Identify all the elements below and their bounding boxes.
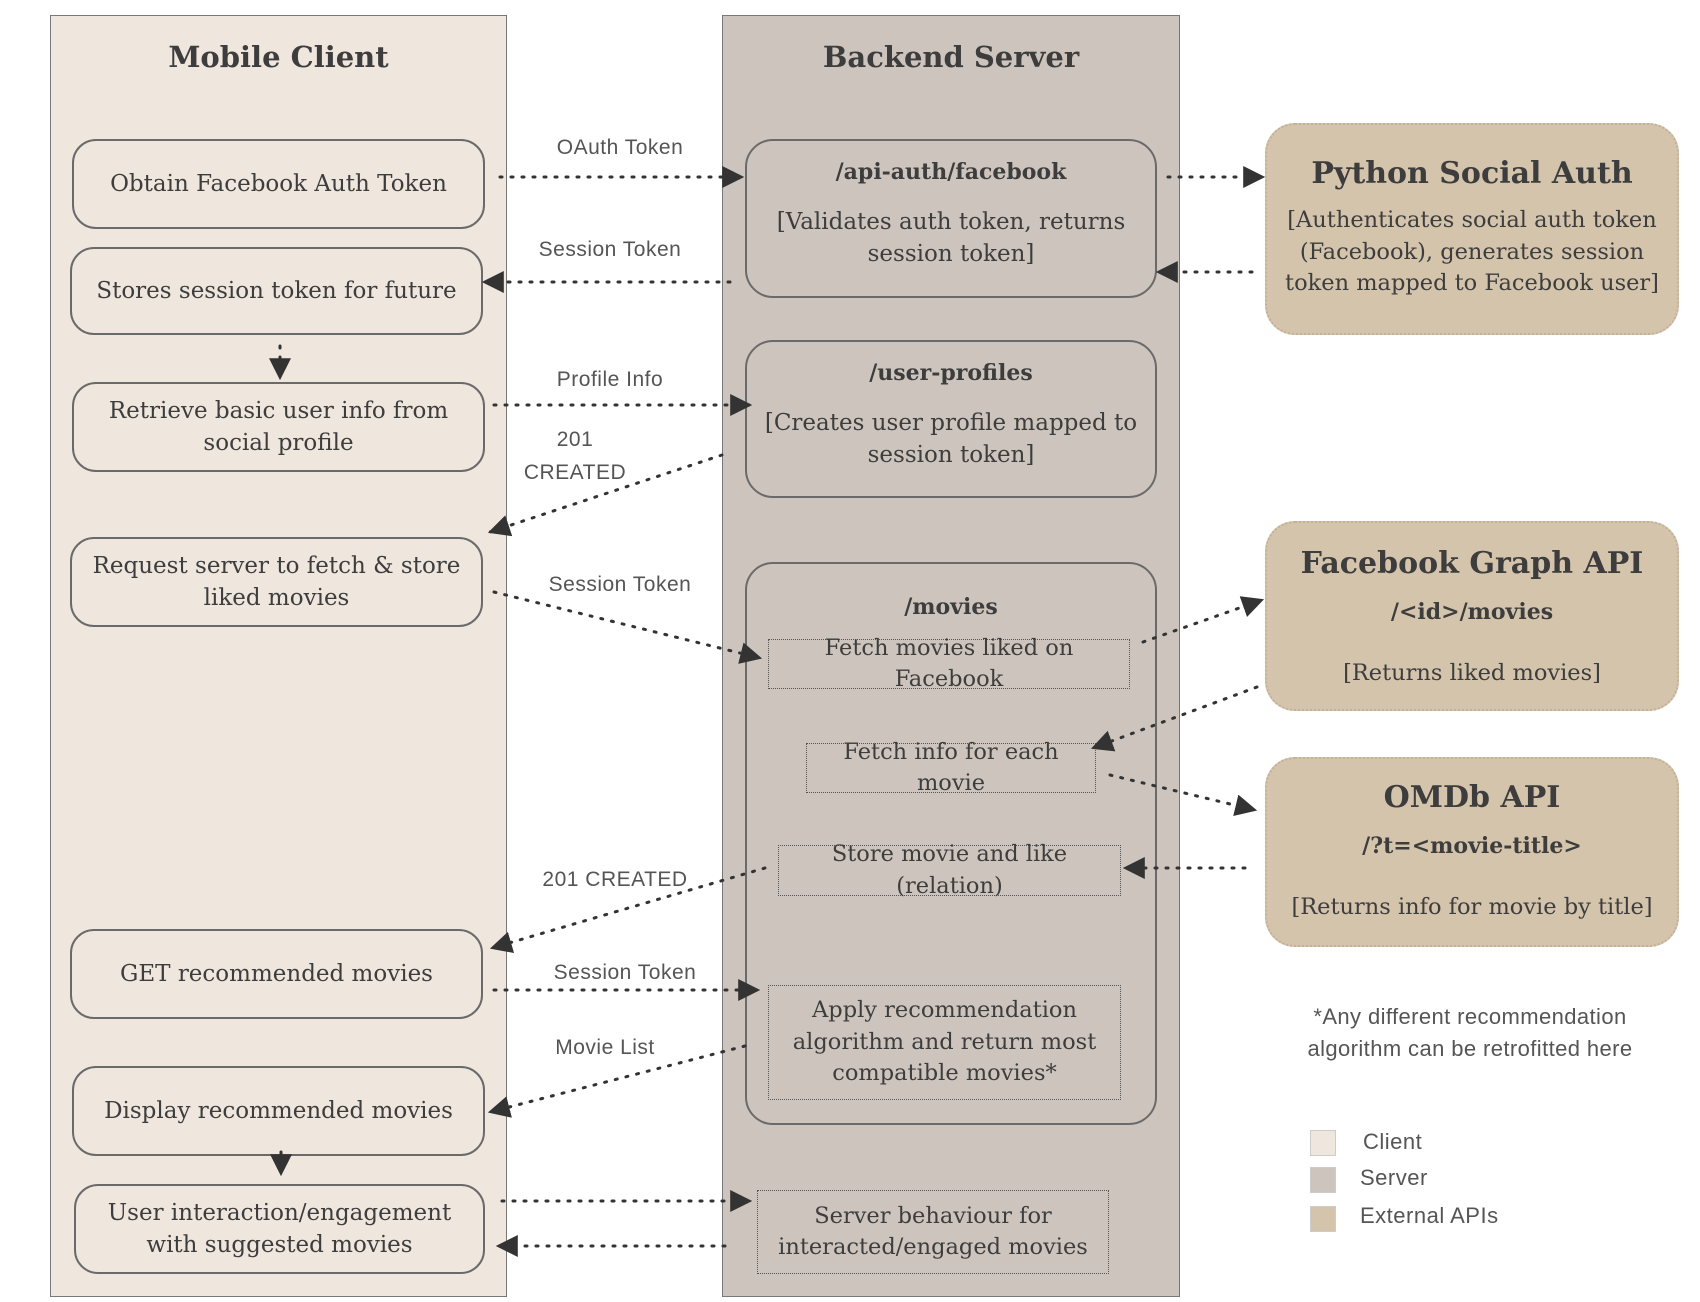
store-movie-like-step: Store movie and like (relation): [778, 841, 1121, 899]
legend-swatch-client: [1310, 1130, 1336, 1156]
user-profiles-endpoint: /user-profiles [Creates user profile map…: [745, 340, 1157, 498]
omdb-api-description: [Returns info for movie by title]: [1291, 893, 1653, 920]
fetch-liked-movies-step: Fetch movies liked on Facebook: [768, 635, 1130, 692]
obtain-auth-token-step: Obtain Facebook Auth Token: [72, 139, 485, 229]
movies-endpoint: /movies: [745, 562, 1157, 1125]
server-behaviour-step: Server behaviour for interacted/engaged …: [757, 1190, 1109, 1274]
fetch-movie-info-step: Fetch info for each movie: [806, 739, 1096, 796]
created-label-2: 201 CREATED: [542, 868, 688, 891]
legend-swatch-external-apis: [1310, 1206, 1336, 1232]
backend-server-title: Backend Server: [822, 40, 1080, 74]
created-label-1b: CREATED: [523, 461, 627, 484]
movies-path: /movies: [904, 594, 998, 620]
session-token-label-1: Session Token: [538, 238, 682, 261]
legend-label-server: Server: [1360, 1165, 1428, 1190]
api-auth-description: [Validates auth token, returns session t…: [776, 208, 1126, 267]
api-auth-path: /api-auth/facebook: [835, 159, 1067, 185]
profile-info-label: Profile Info: [556, 368, 664, 391]
legend-label-client: Client: [1363, 1129, 1423, 1154]
facebook-graph-api-endpoint: /<id>/movies: [1390, 599, 1554, 625]
facebook-graph-api-description: [Returns liked movies]: [1343, 659, 1601, 686]
mobile-client-title: Mobile Client: [168, 40, 389, 74]
display-recommended-step: Display recommended movies: [72, 1066, 485, 1156]
request-liked-movies-step: Request server to fetch & store liked mo…: [70, 537, 483, 627]
session-token-label-3: Session Token: [553, 961, 697, 984]
user-profiles-description: [Creates user profile mapped to session …: [764, 409, 1138, 468]
store-session-token-step: Stores session token for future: [70, 247, 483, 335]
legend: Client Server External APIs: [1310, 1129, 1570, 1260]
python-social-auth-description: [Authenticates social auth token (Facebo…: [1285, 207, 1659, 296]
omdb-api-endpoint: /?t=<movie-title>: [1362, 833, 1582, 859]
facebook-graph-api-title: Facebook Graph API: [1300, 546, 1644, 581]
oauth-token-label: OAuth Token: [556, 136, 684, 159]
recommendation-note: *Any different recommendation algorithm …: [1307, 1004, 1633, 1061]
legend-label-external-apis: External APIs: [1360, 1203, 1499, 1228]
python-social-auth-title: Python Social Auth: [1311, 156, 1633, 191]
omdb-api-title: OMDb API: [1383, 780, 1561, 815]
python-social-auth-box: Python Social Auth [Authenticates social…: [1265, 123, 1679, 335]
created-label-1a: 201: [556, 428, 594, 451]
session-token-label-2: Session Token: [548, 573, 692, 596]
user-profiles-path: /user-profiles: [869, 360, 1033, 386]
facebook-graph-api-box: Facebook Graph API /<id>/movies [Returns…: [1265, 521, 1679, 711]
retrieve-user-info-step: Retrieve basic user info from social pro…: [72, 382, 485, 472]
user-interaction-step: User interaction/engagement with suggest…: [74, 1184, 485, 1274]
legend-swatch-server: [1310, 1167, 1336, 1193]
movie-list-label: Movie List: [555, 1036, 655, 1059]
get-recommended-step: GET recommended movies: [70, 929, 483, 1019]
omdb-api-box: OMDb API /?t=<movie-title> [Returns info…: [1265, 757, 1679, 947]
arrow-session-token-2: [492, 590, 763, 664]
recommendation-algorithm-step: Apply recommendation algorithm and retur…: [768, 985, 1121, 1100]
api-auth-endpoint: /api-auth/facebook [Validates auth token…: [745, 139, 1157, 298]
